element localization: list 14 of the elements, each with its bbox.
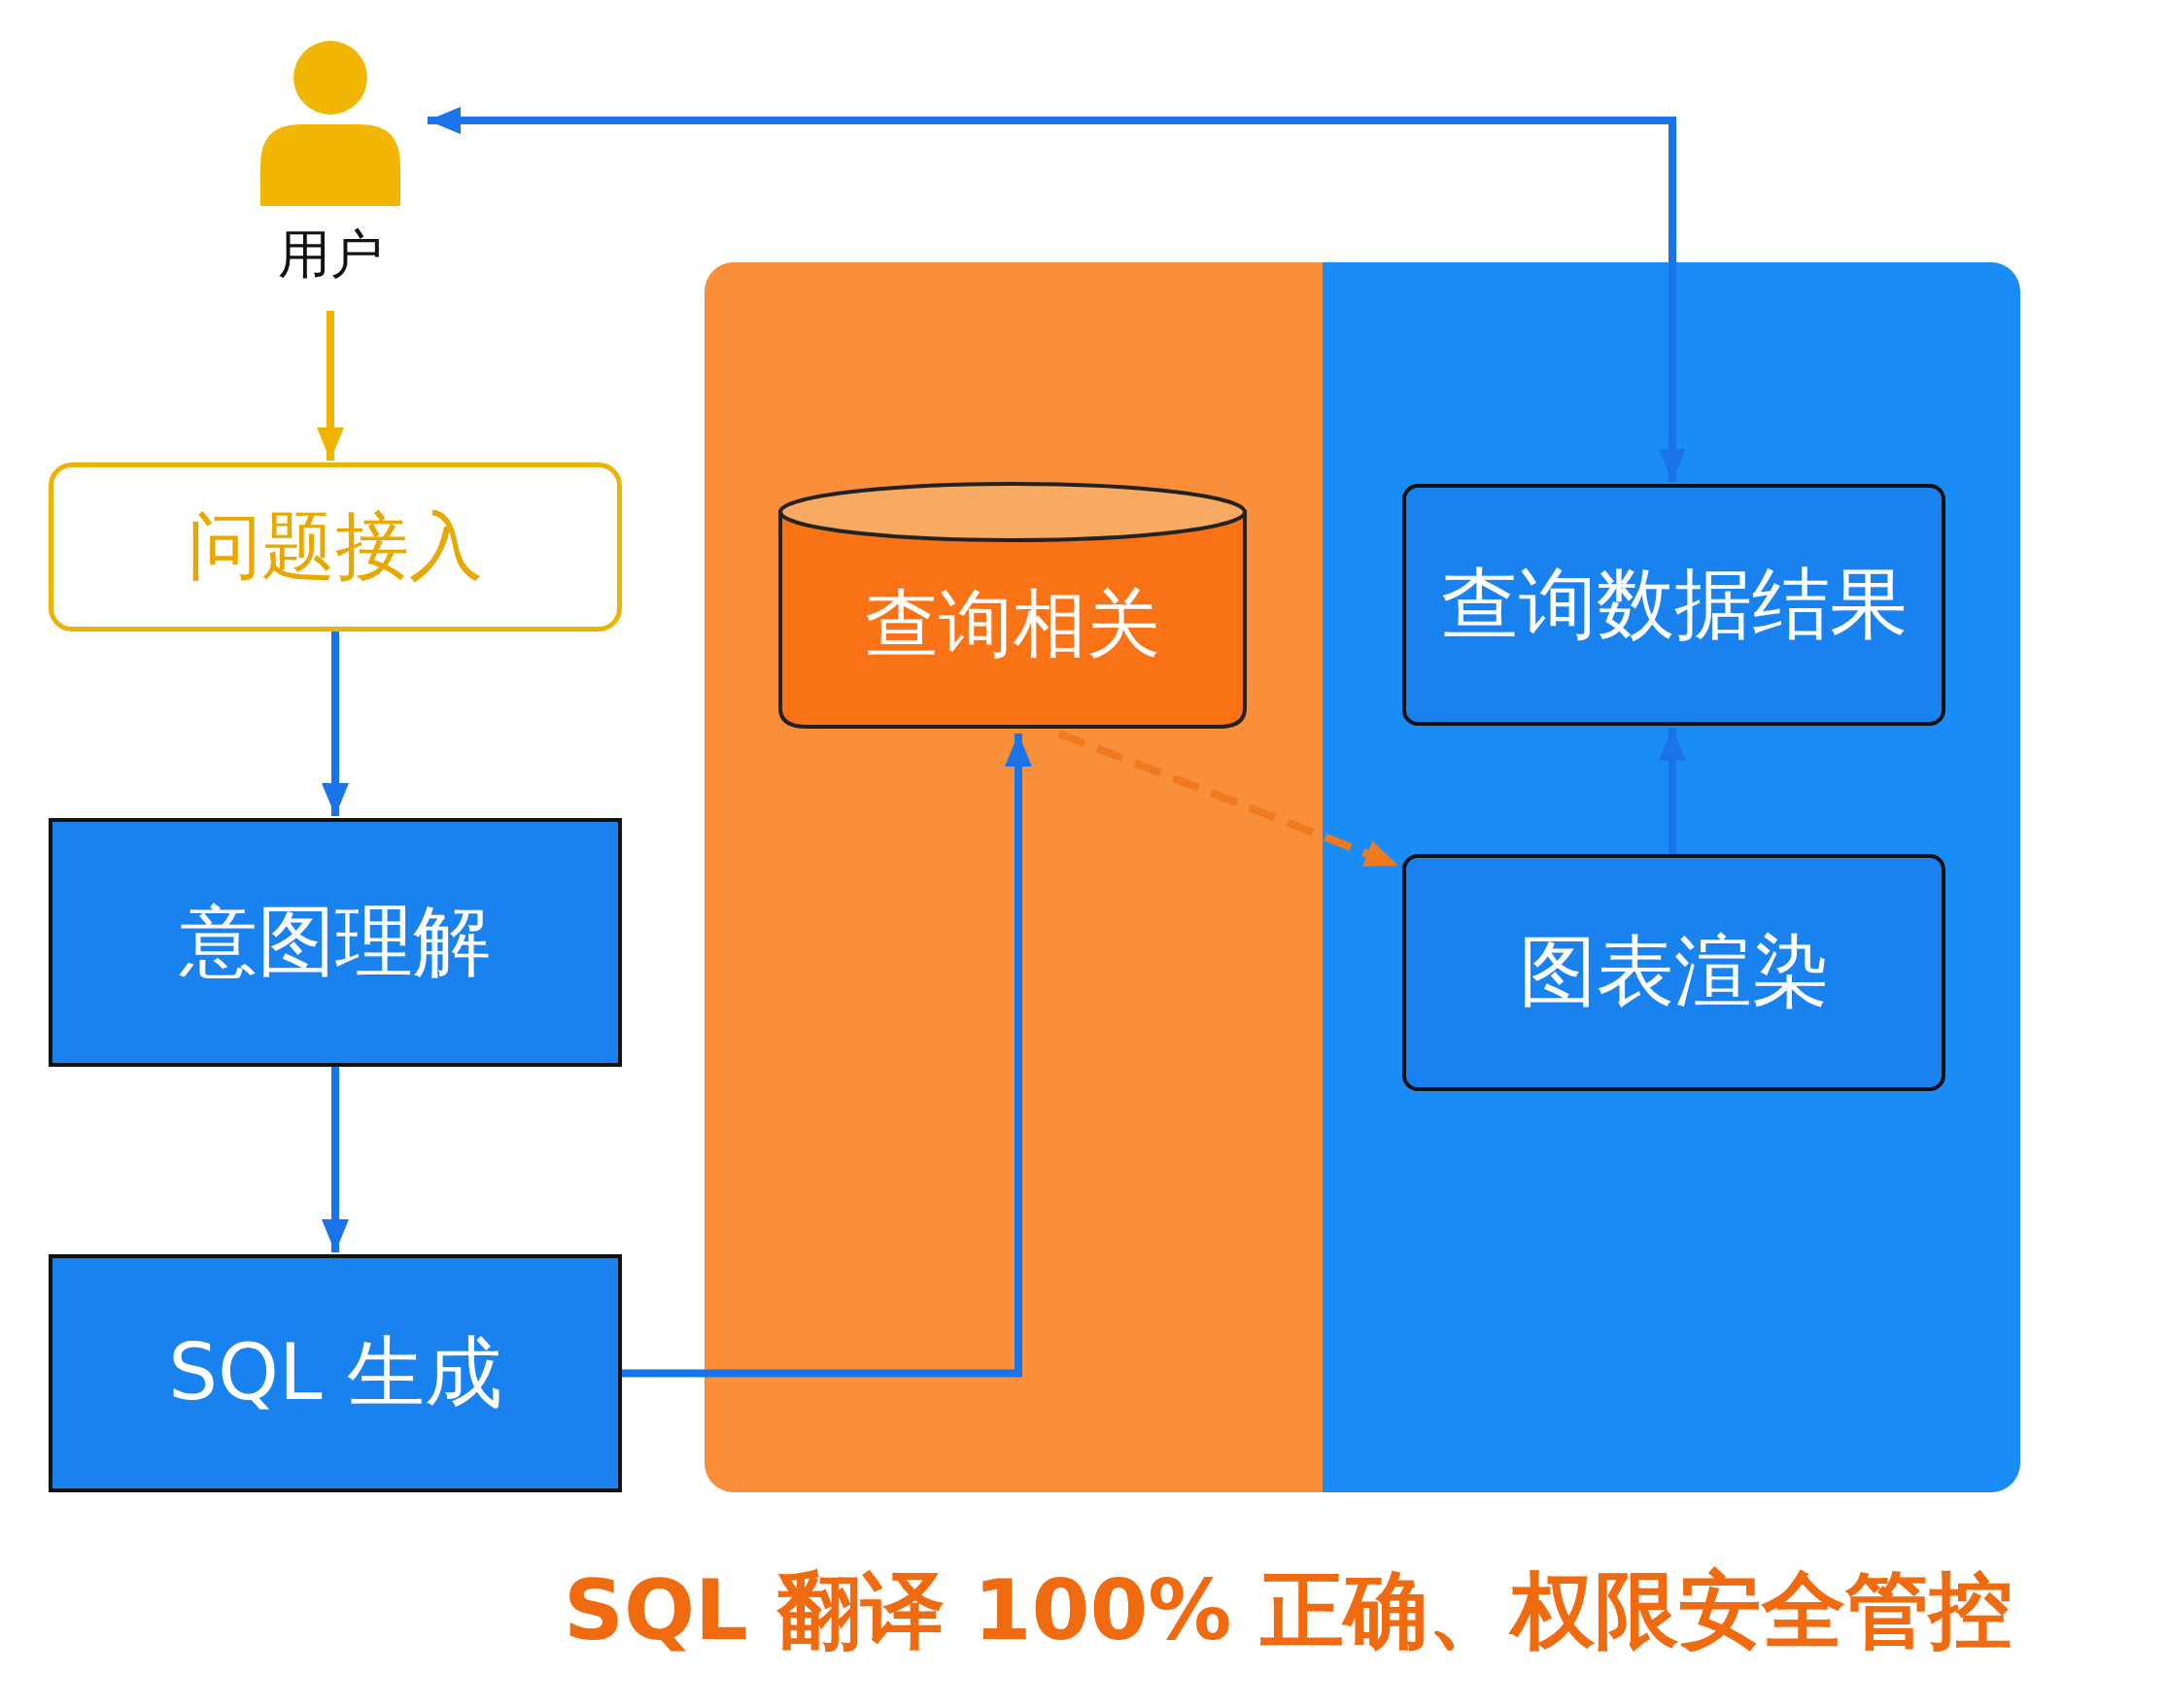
panel	[705, 262, 1323, 1492]
process-box: SQL 生成	[49, 1254, 622, 1492]
person-label: 用户	[278, 222, 383, 287]
process-box: 问题接入	[49, 462, 622, 632]
arrow	[322, 632, 349, 816]
process-box: 查询数据结果	[1402, 484, 1945, 726]
process-box: 意图理解	[49, 818, 622, 1067]
process-box: 图表渲染	[1402, 854, 1945, 1091]
panel	[1323, 262, 2020, 1492]
arrow	[1057, 730, 1400, 870]
caption-text: SQL 翻译 100% 正确、权限安全管控	[564, 1560, 2013, 1660]
arrow	[322, 1067, 349, 1252]
arrow	[1659, 728, 1686, 854]
arrow	[622, 734, 1032, 1378]
